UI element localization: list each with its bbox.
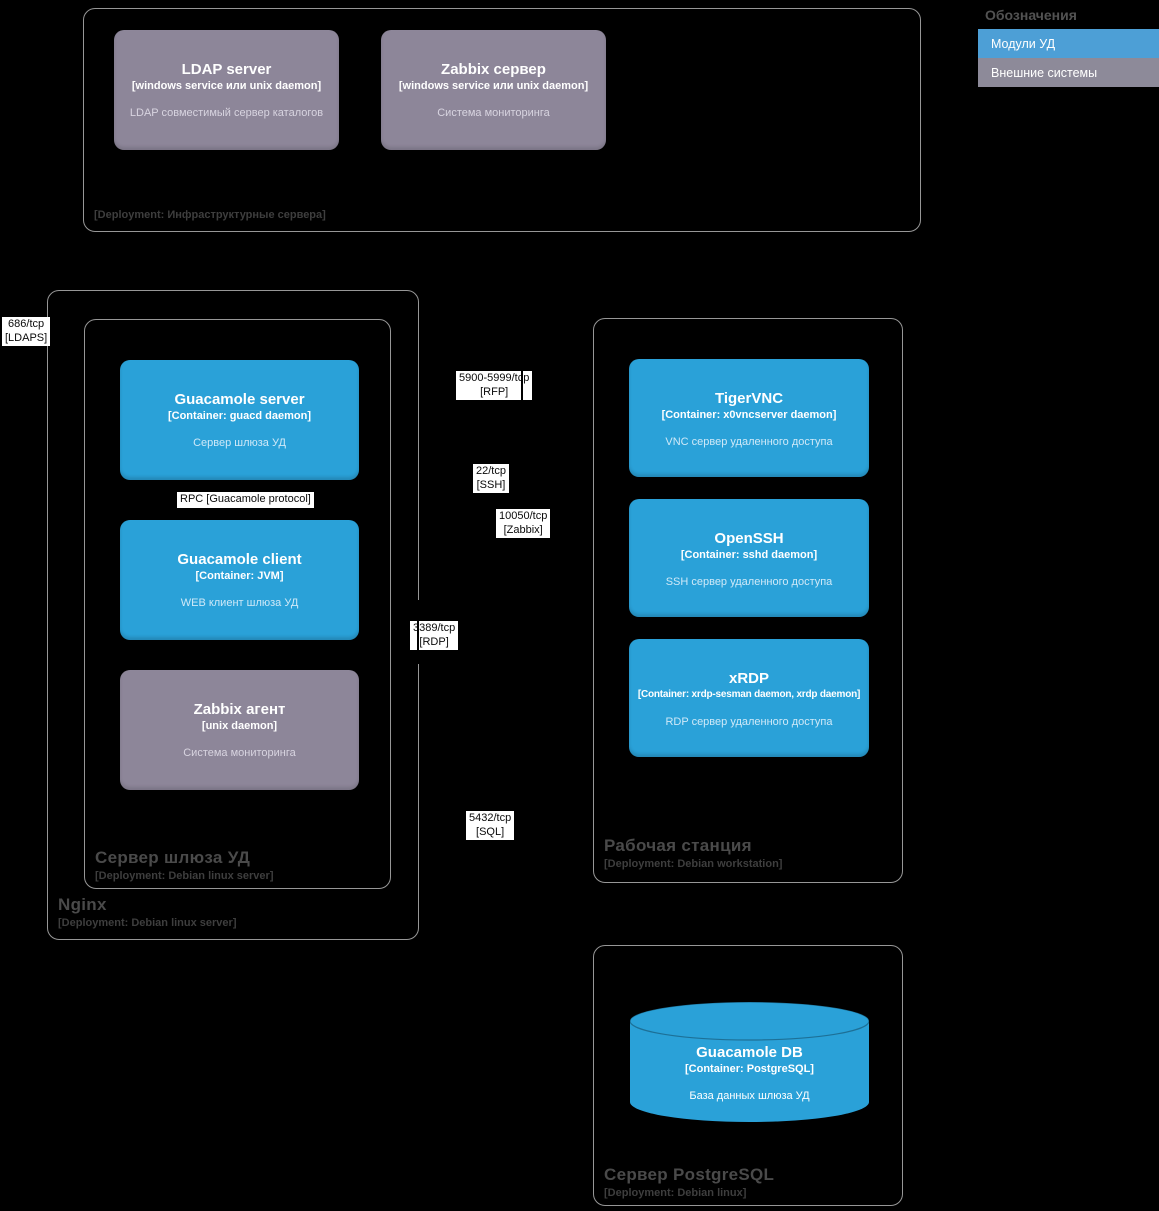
node-label: Сервер PostgreSQL [Deployment: Debian li…	[604, 1165, 774, 1199]
connector-line-rdp	[417, 600, 419, 664]
module-title: xRDP	[728, 670, 769, 687]
module-description: Система мониторинга	[183, 747, 296, 759]
module-subtitle: [Container: sshd daemon]	[680, 549, 818, 561]
module-zabbix-agent: Zabbix агент [unix daemon] Система монит…	[120, 670, 359, 790]
edge-label-rfp: 5900-5999/tcp [RFP]	[456, 371, 533, 400]
system-title: LDAP server	[181, 61, 272, 78]
edge-port: 10050/tcp	[499, 510, 548, 522]
node-nginx: Nginx [Deployment: Debian linux server] …	[47, 290, 419, 940]
system-subtitle: [windows service или unix daemon]	[131, 80, 322, 92]
legend-item-label: Внешние системы	[991, 65, 1098, 80]
module-description: SSH сервер удаленного доступа	[665, 576, 833, 588]
edge-label-ssh: 22/tcp [SSH]	[473, 464, 509, 493]
edge-label-sql: 5432/tcp [SQL]	[466, 811, 515, 840]
node-workstation: TigerVNC [Container: x0vncserver daemon]…	[593, 318, 903, 883]
module-guacamole-server: Guacamole server [Container: guacd daemo…	[120, 360, 359, 480]
module-subtitle: [Container: x0vncserver daemon]	[661, 409, 837, 421]
module-openssh: OpenSSH [Container: sshd daemon] SSH сер…	[629, 499, 869, 617]
connector-line-rfp	[521, 369, 523, 401]
system-zabbix-server: Zabbix сервер [windows service или unix …	[381, 30, 606, 150]
edge-protocol: [RFP]	[480, 385, 509, 398]
system-description: Система мониторинга	[437, 107, 550, 119]
edge-port: 5900-5999/tcp	[459, 372, 530, 384]
cylinder-shape	[629, 1001, 870, 1122]
database-guacamole-db: Guacamole DB [Container: PostgreSQL] Баз…	[629, 1001, 870, 1123]
edge-port: 22/tcp	[476, 465, 506, 477]
node-title: Сервер шлюза УД	[95, 848, 251, 867]
module-description: Сервер шлюза УД	[193, 437, 286, 449]
node-deployment-label: [Deployment: Debian linux server]	[95, 870, 274, 882]
edge-port: 5432/tcp	[469, 812, 512, 824]
module-subtitle: [Container: guacd daemon]	[167, 410, 311, 422]
node-label: [Deployment: Инфраструктурные сервера]	[94, 207, 326, 221]
module-xrdp: xRDP [Container: xrdp-sesman daemon, xrd…	[629, 639, 869, 757]
legend-title: Обозначения	[985, 7, 1077, 23]
system-description: LDAP совместимый сервер каталогов	[129, 107, 324, 119]
module-title: OpenSSH	[714, 530, 784, 547]
module-description: VNC сервер удаленного доступа	[665, 436, 833, 448]
legend: Обозначения Модули УД Внешние системы	[978, 5, 1159, 87]
module-subtitle: [Container: xrdp-sesman daemon, xrdp dae…	[637, 689, 861, 700]
module-title: TigerVNC	[714, 390, 784, 407]
node-title: Сервер PostgreSQL	[604, 1165, 775, 1184]
system-subtitle: [windows service или unix daemon]	[398, 80, 589, 92]
edge-label-zabbix: 10050/tcp [Zabbix]	[496, 509, 551, 538]
node-label: Рабочая станция [Deployment: Debian work…	[604, 836, 782, 870]
node-postgresql-server: Guacamole DB [Container: PostgreSQL] Баз…	[593, 945, 903, 1206]
node-gateway-server: Guacamole server [Container: guacd daemo…	[84, 319, 391, 889]
edge-label-rpc: RPC [Guacamole protocol]	[177, 492, 314, 508]
node-label: Nginx [Deployment: Debian linux server]	[58, 895, 237, 929]
node-title: Nginx	[58, 895, 107, 914]
database-title: Guacamole DB	[696, 1044, 803, 1061]
system-title: Zabbix сервер	[441, 61, 546, 78]
edge-port: 3389/tcp	[413, 622, 456, 634]
edge-protocol: [LDAPS]	[5, 331, 48, 344]
edge-port: 686/tcp	[8, 318, 45, 330]
node-deployment-label: [Deployment: Debian linux server]	[58, 917, 237, 929]
edge-protocol: [SQL]	[476, 825, 505, 838]
node-deployment-label: [Deployment: Debian workstation]	[604, 858, 783, 870]
edge-label-ldaps: 686/tcp [LDAPS]	[2, 317, 51, 346]
module-subtitle: [Container: JVM]	[195, 570, 284, 582]
database-subtitle: [Container: PostgreSQL]	[685, 1063, 814, 1075]
node-deployment-label: [Deployment: Debian linux]	[604, 1187, 747, 1199]
node-infrastructure-servers: LDAP server [windows service или unix da…	[83, 8, 921, 232]
database-description: База данных шлюза УД	[689, 1090, 810, 1102]
module-description: WEB клиент шлюза УД	[180, 597, 299, 609]
module-title: Guacamole client	[177, 551, 302, 568]
legend-item-modules: Модули УД	[978, 29, 1159, 58]
node-title: Рабочая станция	[604, 836, 752, 855]
node-deployment-label: [Deployment: Инфраструктурные сервера]	[94, 209, 326, 221]
edge-protocol: [SSH]	[476, 478, 506, 491]
edge-protocol: [RDP]	[419, 635, 449, 648]
node-label: Сервер шлюза УД [Deployment: Debian linu…	[95, 848, 274, 882]
module-title: Zabbix агент	[193, 701, 286, 718]
legend-item-label: Модули УД	[991, 36, 1056, 51]
system-ldap-server: LDAP server [windows service или unix da…	[114, 30, 339, 150]
module-description: RDP сервер удаленного доступа	[665, 716, 833, 728]
module-tigervnc: TigerVNC [Container: x0vncserver daemon]…	[629, 359, 869, 477]
module-title: Guacamole server	[174, 391, 305, 408]
module-subtitle: [unix daemon]	[201, 720, 278, 732]
edge-protocol: [Zabbix]	[503, 523, 543, 536]
legend-item-external-systems: Внешние системы	[978, 58, 1159, 87]
module-guacamole-client: Guacamole client [Container: JVM] WEB кл…	[120, 520, 359, 640]
